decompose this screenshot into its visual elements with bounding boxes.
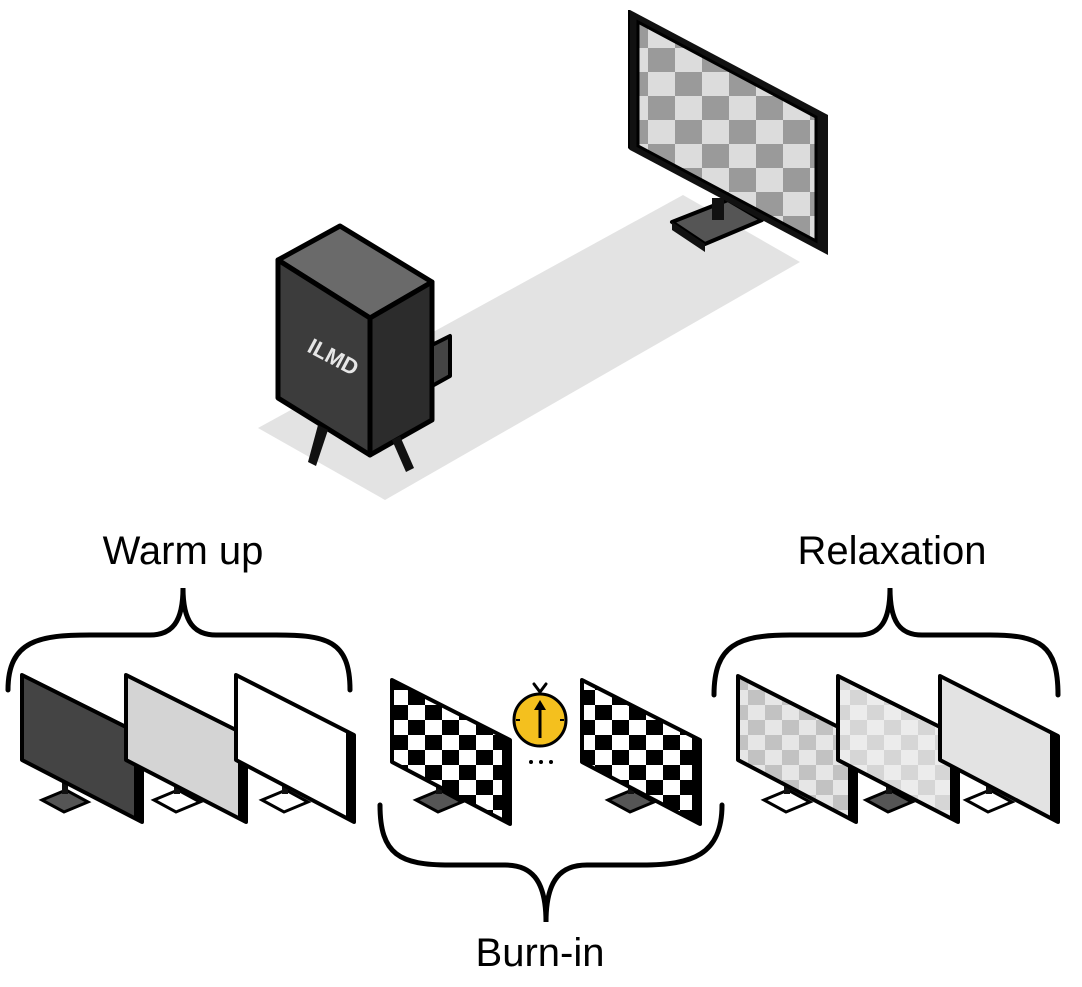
relaxation-monitors [736, 674, 1060, 824]
measurement-setup: ILMD [258, 10, 828, 500]
brace-relaxation [711, 587, 1061, 698]
brace-warm-up [5, 587, 353, 693]
burn-in-monitor-right [580, 678, 702, 826]
phase-label-relaxation: Relaxation [797, 529, 986, 573]
burn-in-monitors [390, 678, 702, 826]
burn-in-monitor-left [390, 678, 512, 826]
relaxation-monitor-3 [938, 674, 1060, 824]
phase-label-warm-up: Warm up [103, 529, 264, 573]
tripod-leg-right [392, 436, 414, 472]
brace-burn-in [377, 802, 725, 923]
warm-up-monitor-white [234, 673, 356, 824]
relaxation-monitor-1 [736, 674, 858, 824]
phase-label-burn-in: Burn-in [476, 931, 605, 975]
ellipsis-dots [529, 760, 553, 764]
ilmd-device: ILMD [275, 223, 452, 472]
ilmd-side-face [367, 279, 435, 458]
ilmd-lens [430, 334, 452, 388]
tripod-leg-left [308, 425, 328, 466]
stopwatch-icon [512, 682, 568, 748]
warm-up-monitors [20, 673, 356, 824]
top-display [628, 10, 828, 255]
